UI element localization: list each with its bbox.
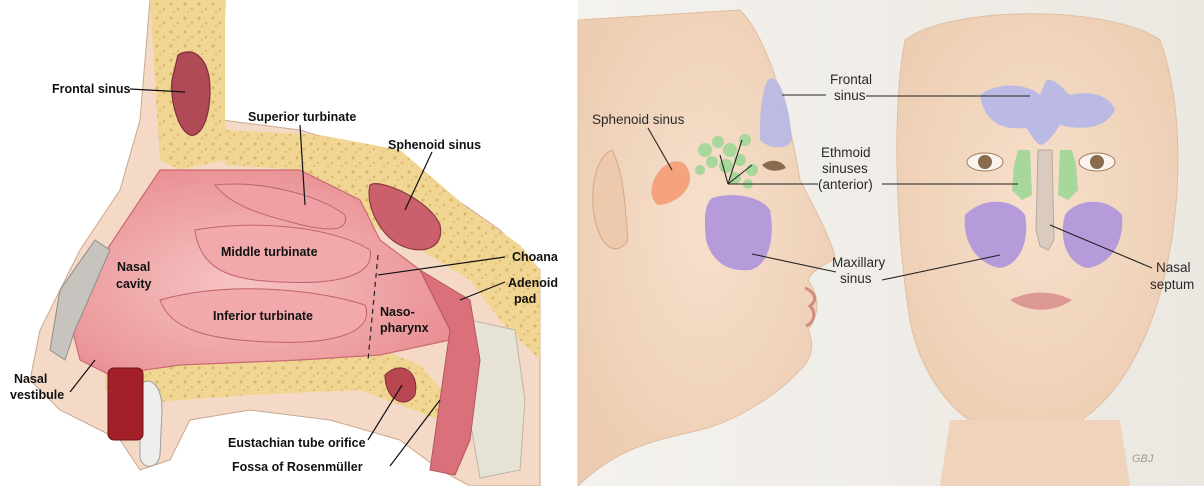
spine-bone <box>470 320 525 478</box>
label-r-septum-line1: Nasal <box>1156 260 1191 275</box>
frontal-view-septum <box>1036 150 1054 250</box>
label-r-maxillary-line1: Maxillary <box>832 255 886 270</box>
label-nasal-cavity-line2: cavity <box>116 277 151 291</box>
label-sphenoid-sinus: Sphenoid sinus <box>388 138 481 152</box>
label-adenoid-line1: Adenoid <box>508 276 558 290</box>
label-r-frontal-line1: Frontal <box>830 72 872 87</box>
label-superior-turbinate: Superior turbinate <box>248 110 356 124</box>
label-r-sphenoid-sinus: Sphenoid sinus <box>592 112 685 127</box>
label-r-ethmoid-line1: Ethmoid <box>821 145 871 160</box>
frontal-neck <box>940 420 1130 486</box>
right-iris <box>1090 155 1104 169</box>
label-nasopharynx-line2: pharynx <box>380 321 429 335</box>
label-middle-turbinate: Middle turbinate <box>221 245 318 259</box>
label-fossa-rosenmuller: Fossa of Rosenmüller <box>232 460 363 474</box>
label-frontal-sinus: Frontal sinus <box>52 82 131 96</box>
label-eustachian-tube: Eustachian tube orifice <box>228 436 366 450</box>
label-r-maxillary-line2: sinus <box>840 271 872 286</box>
label-adenoid-line2: pad <box>514 292 536 306</box>
label-nasopharynx-line1: Naso- <box>380 305 415 319</box>
label-choana: Choana <box>512 250 559 264</box>
label-r-septum-line2: septum <box>1150 277 1194 292</box>
left-panel-sagittal-view: Frontal sinus Superior turbinate Sphenoi… <box>10 0 559 486</box>
label-nasal-cavity-line1: Nasal <box>117 260 150 274</box>
label-r-frontal-line2: sinus <box>834 88 866 103</box>
label-vestibule-line1: Nasal <box>14 372 47 386</box>
label-vestibule-line2: vestibule <box>10 388 64 402</box>
label-inferior-turbinate: Inferior turbinate <box>213 309 313 323</box>
label-r-ethmoid-line3: (anterior) <box>818 177 873 192</box>
maxilla-marrow <box>108 368 143 440</box>
left-iris <box>978 155 992 169</box>
right-panel-face-view: Sphenoid sinus Frontal sinus Ethmoid sin… <box>578 0 1204 486</box>
label-r-ethmoid-line2: sinuses <box>822 161 868 176</box>
artist-signature: GBJ <box>1132 453 1154 465</box>
